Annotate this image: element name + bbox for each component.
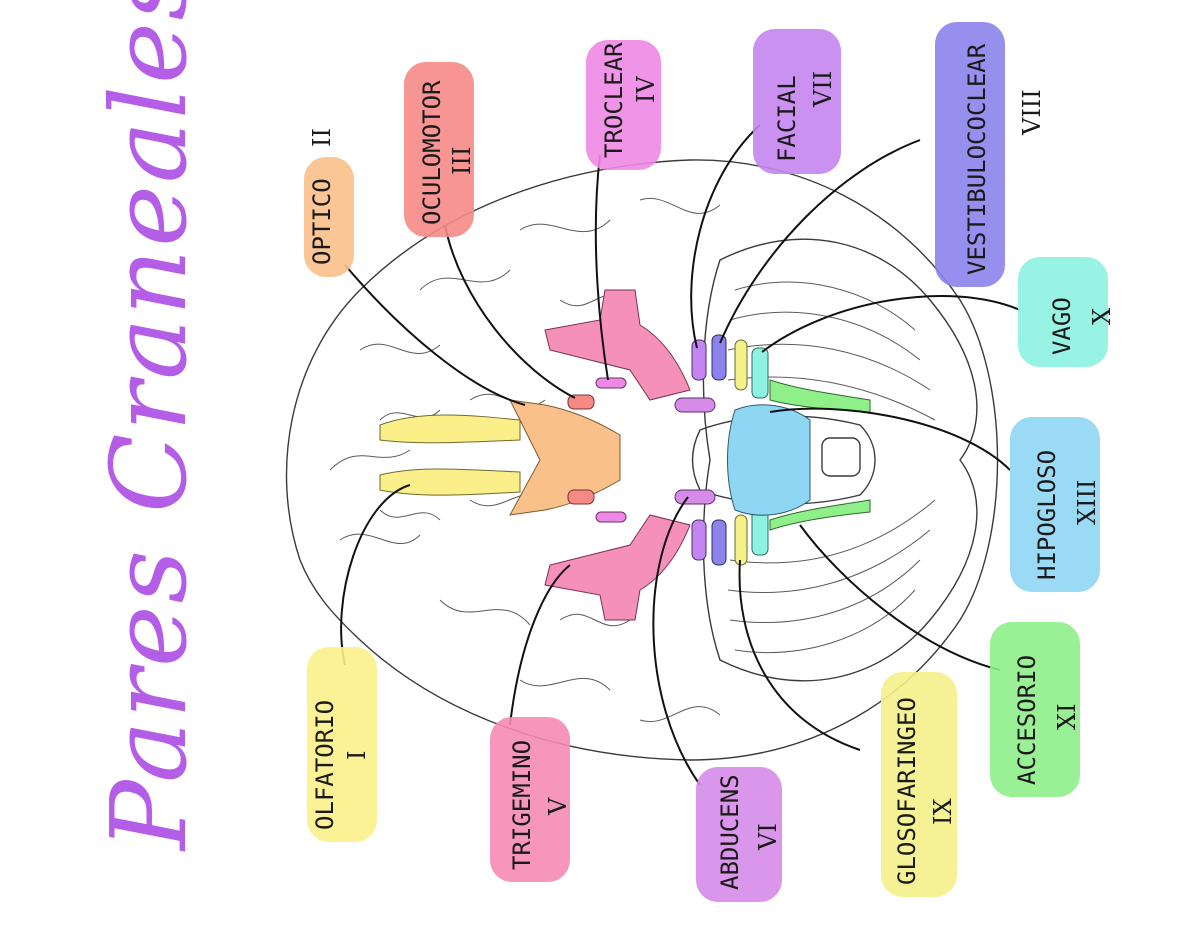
highlight-abducens [696,767,782,902]
name-abducens: ABDUCENS [716,774,744,890]
leader-olfatorio [340,484,411,666]
numeral-vestibulococlear: VIII [1018,89,1046,136]
label-optico: OPTICO II [304,128,354,277]
glossopharyngeal-root-lower [734,514,748,566]
label-oculomotor: OCULOMOTOR III [404,62,476,237]
leader-accesorio [799,524,1001,671]
numeral-olfatorio: I [343,751,371,760]
name-vago: VAGO [1048,297,1076,355]
numeral-vago: X [1088,308,1116,325]
highlight-facial [753,29,841,174]
accessory-roots-lower [769,499,871,531]
name-troclear: TROCLEAR [600,42,628,158]
highlight-hipogloso [1010,417,1100,592]
highlight-optico [304,157,354,277]
cerebellum-folia [727,281,936,653]
numeral-accesorio: XI [1053,703,1081,730]
numeral-facial: VII [809,71,837,108]
oculomotor-root-lower [567,489,595,505]
hypoglossal-bundle [727,404,811,516]
label-vestibulococlear: VESTIBULOCOCLEAR VIII [935,22,1046,287]
vestibulocochlear-root-upper [711,334,727,381]
optic-chiasm [509,399,621,516]
abducens-root-upper [674,397,716,413]
numeral-optico: II [308,128,336,147]
label-facial: FACIAL VII [753,29,841,174]
numeral-oculomotor: III [448,147,476,175]
leader-vago [761,295,1021,353]
cerebrum-outline [285,159,999,761]
leader-facial [690,124,761,349]
olfactory-tract-upper [379,414,521,444]
label-olfatorio: OLFATORIO I [307,647,377,842]
highlight-olfatorio [307,647,377,842]
facial-root-lower [691,519,707,561]
name-optico: OPTICO [308,178,336,265]
abducens-root-lower [674,489,716,505]
leader-lines [340,124,1021,786]
highlight-glosofaringeo [881,672,957,897]
accessory-roots-upper [769,379,871,413]
cerebellum-outline [702,238,978,682]
label-accesorio: ACCESORIO XI [990,622,1081,797]
name-glosofaringeo: GLOSOFARINGEO [893,697,921,885]
vagus-root-upper [751,347,769,399]
leader-troclear [594,154,609,381]
name-accesorio: ACCESORIO [1013,655,1041,785]
olfactory-tract-lower [379,468,521,496]
numeral-abducens: VI [754,823,782,851]
numeral-hipogloso: XIII [1073,479,1101,525]
vessel-upper [544,289,691,401]
trochlear-root-lower [595,511,627,523]
medulla-section [821,437,861,477]
leader-oculomotor [444,224,576,399]
leader-optico [344,264,526,406]
numeral-glosofaringeo: IX [929,798,957,825]
leader-hipogloso [769,407,1011,471]
label-troclear: TROCLEAR IV [586,40,661,170]
highlight-accesorio [990,622,1080,797]
trochlear-root-upper [595,377,627,389]
name-hipogloso: HIPOGLOSO [1033,450,1061,580]
numeral-troclear: IV [632,76,660,103]
brain-illustration [285,159,999,761]
label-glosofaringeo: GLOSOFARINGEO IX [881,672,957,897]
leader-trigemino [509,564,571,726]
nerve-labels: OLFATORIO I OPTICO II OCULOMOTOR III TRO… [304,22,1116,902]
name-facial: FACIAL [773,75,801,162]
highlight-vago [1018,257,1108,367]
highlight-oculomotor [404,62,474,237]
leader-glosofaringeo [738,559,861,751]
vestibulocochlear-root-lower [711,519,727,566]
numeral-trigemino: V [544,797,572,816]
name-olfatorio: OLFATORIO [311,700,339,830]
name-vestibulococlear: VESTIBULOCOCLEAR [963,43,991,275]
label-abducens: ABDUCENS VI [696,767,782,902]
vessel-lower [544,514,691,621]
label-trigemino: TRIGEMINO V [490,717,572,882]
label-vago: VAGO X [1018,257,1116,367]
highlight-vestibulococlear [935,22,1005,287]
facial-root-upper [691,339,707,381]
label-hipogloso: HIPOGLOSO XIII [1010,417,1101,592]
brain-gyri [329,197,721,723]
nerve-shapes [379,289,871,621]
highlight-trigemino [490,717,570,882]
name-oculomotor: OCULOMOTOR [418,80,446,225]
leader-vestibulococlear [719,139,921,344]
glossopharyngeal-root-upper [734,339,748,391]
diagram-title: Pares Craneales [88,0,210,852]
highlight-troclear [586,40,661,170]
name-trigemino: TRIGEMINO [508,740,536,870]
leader-abducens [652,496,701,786]
